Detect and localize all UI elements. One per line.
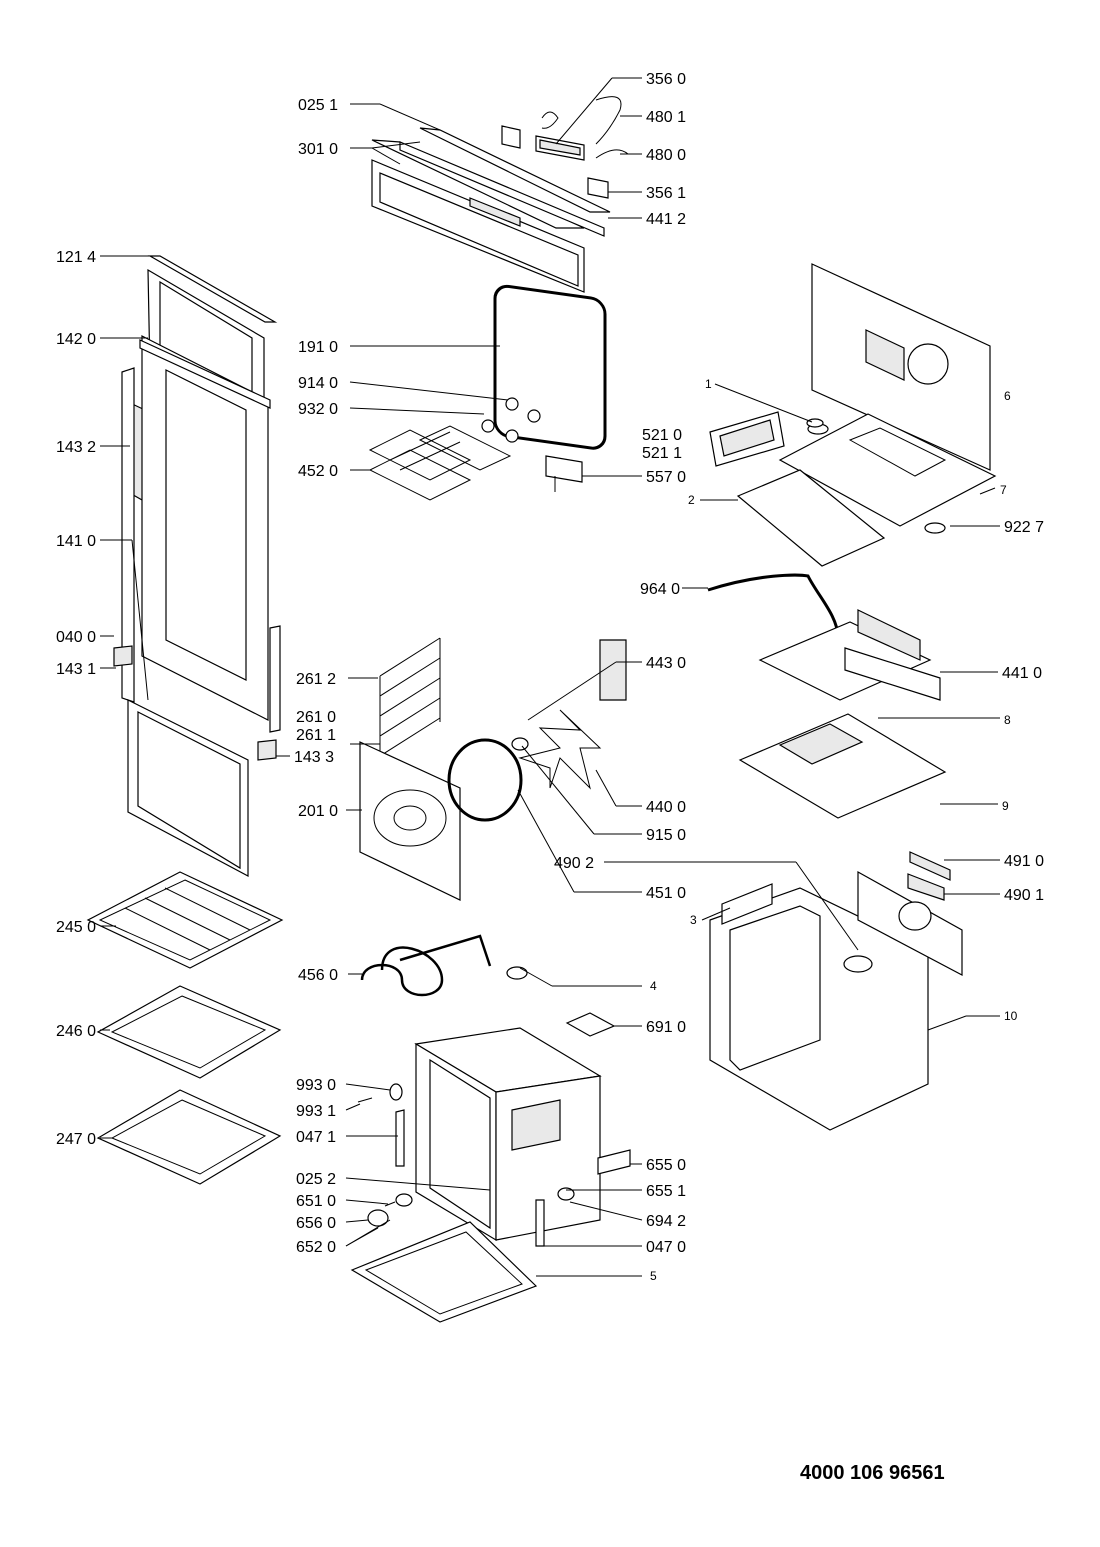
- control-panel-assembly: [371, 96, 629, 293]
- label-452-0: 452 0: [298, 463, 338, 480]
- label-143-3: 143 3: [294, 749, 334, 766]
- label-8: 8: [1004, 713, 1011, 727]
- label-441-2: 441 2: [646, 211, 686, 228]
- label-246-0: 246 0: [56, 1023, 96, 1040]
- label-141-0: 141 0: [56, 533, 96, 550]
- label-651-0: 651 0: [296, 1193, 336, 1210]
- label-521-1: 521 1: [642, 445, 682, 462]
- oven-cavity: [414, 1027, 602, 1242]
- label-922-7: 922 7: [1004, 519, 1044, 536]
- label-915-0: 915 0: [646, 827, 686, 844]
- circular-element: [447, 738, 523, 822]
- label-480-1: 480 1: [646, 109, 686, 126]
- label-261-2: 261 2: [296, 671, 336, 688]
- label-451-0: 451 0: [646, 885, 686, 902]
- lamp-holder: [545, 455, 583, 492]
- label-143-2: 143 2: [56, 439, 96, 456]
- label-441-0: 441 0: [1002, 665, 1042, 682]
- label-121-4: 121 4: [56, 249, 96, 266]
- label-6: 6: [1004, 389, 1011, 403]
- bottom-plate: [350, 1221, 538, 1323]
- label-143-1: 143 1: [56, 661, 96, 678]
- label-10: 10: [1004, 1009, 1018, 1023]
- document-number: 4000 106 96561: [800, 1462, 945, 1484]
- label-557-0: 557 0: [646, 469, 686, 486]
- label-993-0: 993 0: [296, 1077, 336, 1094]
- racks-and-trays: [86, 871, 284, 1185]
- label-301-0: 301 0: [298, 141, 338, 158]
- label-245-0: 245 0: [56, 919, 96, 936]
- shelf-supports: [379, 637, 441, 760]
- label-3: 3: [690, 913, 697, 927]
- label-047-0: 047 0: [646, 1239, 686, 1256]
- convection-fan: [511, 639, 627, 790]
- label-521-0: 521 0: [642, 427, 682, 444]
- label-356-0: 356 0: [646, 71, 686, 88]
- label-025-1: 025 1: [298, 97, 338, 114]
- label-440-0: 440 0: [646, 799, 686, 816]
- label-490-1: 490 1: [1004, 887, 1044, 904]
- label-191-0: 191 0: [298, 339, 338, 356]
- top-cover-assembly: [709, 263, 997, 567]
- label-480-0: 480 0: [646, 147, 686, 164]
- label-4: 4: [650, 979, 657, 993]
- label-694-2: 694 2: [646, 1213, 686, 1230]
- rear-fan-cover: [359, 741, 461, 901]
- label-456-0: 456 0: [298, 967, 338, 984]
- label-443-0: 443 0: [646, 655, 686, 672]
- label-993-1: 993 1: [296, 1103, 336, 1120]
- cabinet-frame: [709, 851, 963, 1131]
- label-691-0: 691 0: [646, 1019, 686, 1036]
- label-652-0: 652 0: [296, 1239, 336, 1256]
- label-2: 2: [688, 493, 695, 507]
- leader-lines: [100, 77, 1000, 1277]
- label-5: 5: [650, 1269, 657, 1283]
- label-9: 9: [1002, 799, 1009, 813]
- grill-element: [368, 397, 541, 501]
- label-964-0: 964 0: [640, 581, 680, 598]
- label-491-0: 491 0: [1004, 853, 1044, 870]
- cooling-assembly: [707, 573, 947, 819]
- label-914-0: 914 0: [298, 375, 338, 392]
- label-261-0: 261 0: [296, 709, 336, 726]
- label-655-1: 655 1: [646, 1183, 686, 1200]
- label-932-0: 932 0: [298, 401, 338, 418]
- label-655-0: 655 0: [646, 1157, 686, 1174]
- label-142-0: 142 0: [56, 331, 96, 348]
- label-261-1: 261 1: [296, 727, 336, 744]
- label-1: 1: [705, 377, 712, 391]
- part-labels: 356 0 025 1 480 1 301 0 480 0 356 1 441 …: [56, 71, 1044, 1283]
- door-assembly: [113, 255, 281, 877]
- small-parts: [357, 418, 824, 1247]
- label-201-0: 201 0: [298, 803, 338, 820]
- label-490-2: 490 2: [554, 855, 594, 872]
- label-7: 7: [1000, 483, 1007, 497]
- label-040-0: 040 0: [56, 629, 96, 646]
- lower-element: [360, 934, 492, 997]
- label-656-0: 656 0: [296, 1215, 336, 1232]
- label-247-0: 247 0: [56, 1131, 96, 1148]
- label-356-1: 356 1: [646, 185, 686, 202]
- door-seal: [493, 284, 607, 450]
- label-025-2: 025 2: [296, 1171, 336, 1188]
- label-047-1: 047 1: [296, 1129, 336, 1146]
